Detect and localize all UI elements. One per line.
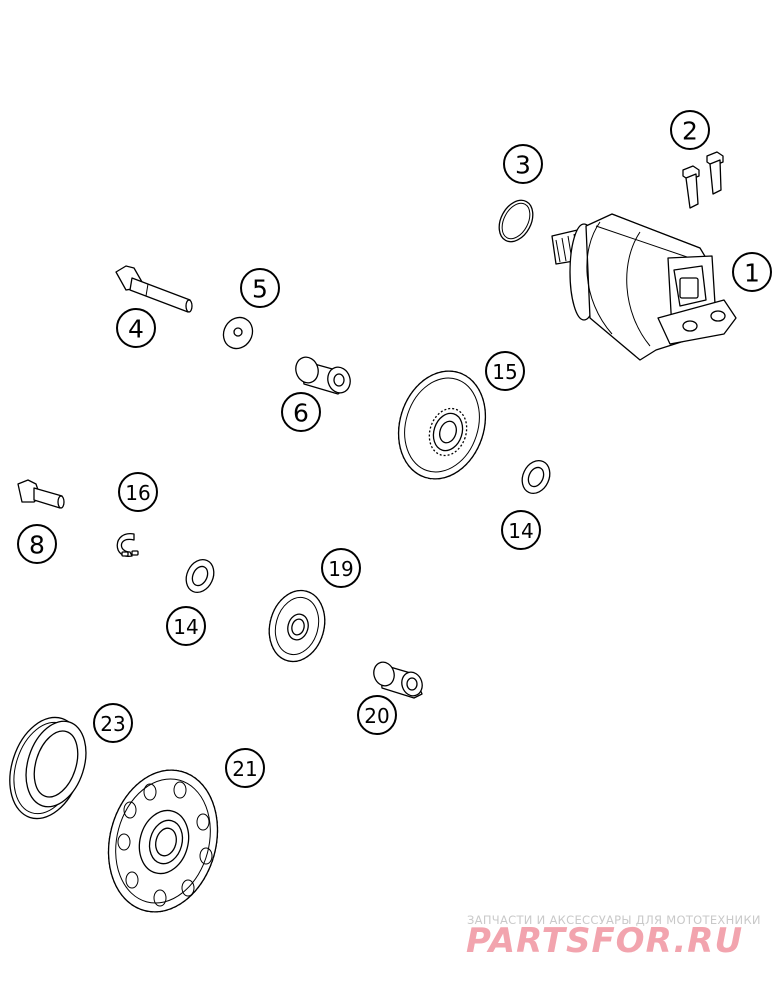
svg-text:14: 14: [508, 519, 533, 543]
idler-gear-double: [397, 370, 487, 480]
callout-14-upper: 14: [501, 510, 541, 550]
callout-3: 3: [503, 144, 543, 184]
svg-text:4: 4: [128, 315, 144, 344]
svg-text:20: 20: [364, 704, 389, 728]
svg-text:8: 8: [29, 531, 45, 560]
svg-text:2: 2: [682, 117, 698, 146]
callout-4: 4: [116, 308, 156, 348]
circlip: [116, 533, 139, 557]
intermediate-gear: [268, 589, 326, 663]
callout-14-lower: 14: [166, 606, 206, 646]
thrust-washer-lower: [185, 558, 215, 594]
callout-16: 16: [118, 472, 158, 512]
callout-2: 2: [670, 110, 710, 150]
callout-6: 6: [281, 392, 321, 432]
callout-23: 23: [93, 703, 133, 743]
svg-text:19: 19: [328, 557, 353, 581]
short-bolt: [17, 479, 65, 509]
svg-text:23: 23: [100, 712, 125, 736]
callout-1: 1: [732, 252, 772, 292]
bolts-pair: [682, 151, 724, 209]
svg-text:1: 1: [744, 259, 760, 288]
watermark-logo: PARTSFOR.RU: [466, 921, 743, 961]
svg-text:21: 21: [232, 757, 257, 781]
callout-19: 19: [321, 548, 361, 588]
long-bolt: [115, 265, 193, 313]
bushing-sleeve: [295, 356, 351, 395]
svg-text:16: 16: [125, 481, 150, 505]
watermark-tagline: ЗАПЧАСТИ И АКСЕССУАРЫ ДЛЯ МОТОТЕХНИКИ: [467, 913, 761, 927]
bearing-ring: [9, 716, 87, 820]
svg-text:5: 5: [252, 275, 268, 304]
o-ring: [498, 199, 534, 243]
callout-20: 20: [357, 695, 397, 735]
svg-text:14: 14: [173, 615, 198, 639]
svg-text:15: 15: [492, 360, 517, 384]
starter-motor: [551, 213, 737, 361]
callout-15: 15: [485, 351, 525, 391]
washer-small: [222, 316, 254, 350]
primary-large-gear: [107, 769, 219, 913]
watermark: ЗАПЧАСТИ И АКСЕССУАРЫ ДЛЯ МОТОТЕХНИКИ PA…: [466, 913, 761, 961]
sleeve-bushing: [373, 661, 423, 699]
thrust-washer-upper: [521, 459, 551, 495]
svg-text:6: 6: [293, 399, 309, 428]
svg-text:3: 3: [515, 151, 531, 180]
callout-5: 5: [240, 268, 280, 308]
callout-8: 8: [17, 524, 57, 564]
callout-21: 21: [225, 748, 265, 788]
